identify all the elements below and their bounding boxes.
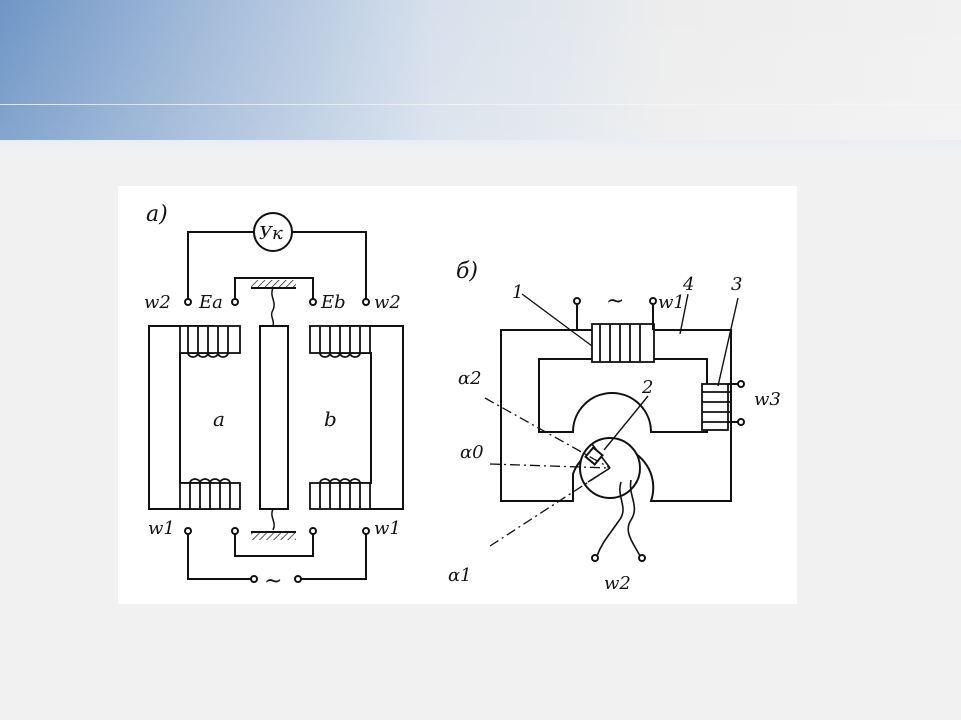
- core-window: [538, 358, 708, 433]
- label-w2-b: w2: [604, 573, 631, 594]
- callout-1: 1: [512, 282, 523, 303]
- callout-2: 2: [641, 377, 653, 398]
- axis-a0: [489, 463, 611, 469]
- lead-w2-right: [627, 479, 641, 557]
- coil-w1: [591, 323, 655, 363]
- label-w2-left: w2: [144, 292, 171, 313]
- terminal: [184, 298, 192, 306]
- label-w3: w3: [754, 389, 781, 410]
- terminal: [362, 298, 370, 306]
- terminal: [737, 380, 745, 388]
- terminal: [573, 297, 581, 305]
- header-shine: [0, 140, 961, 152]
- top-anchor-hatch: [251, 280, 296, 288]
- label-eb: Eb: [320, 292, 346, 313]
- diagram-a-label: а): [146, 202, 168, 227]
- label-a1: α1: [448, 565, 472, 586]
- callout-1-leader: [521, 293, 593, 347]
- coil-top-right: [309, 325, 371, 358]
- coil-w3: [701, 383, 730, 431]
- bottom-anchor-hatch: [251, 532, 296, 540]
- lead-w2-left: [596, 481, 624, 557]
- diagram-b-label: б): [456, 259, 478, 284]
- label-w1-left: w1: [148, 518, 175, 539]
- terminal: [184, 527, 192, 535]
- terminal: [250, 575, 258, 583]
- label-w2-right: w2: [374, 292, 401, 313]
- terminal: [638, 554, 646, 562]
- terminal: [231, 527, 239, 535]
- callout-2-leader: [603, 395, 649, 451]
- terminal: [294, 575, 302, 583]
- callout-4: 4: [682, 274, 694, 295]
- coil-bottom-left: [179, 478, 241, 510]
- callout-4-leader: [679, 293, 689, 335]
- callout-3: 3: [731, 274, 742, 295]
- header-band: [0, 0, 961, 150]
- label-a0: α0: [460, 442, 484, 463]
- schematic-svg: а) Ук a b: [144, 202, 781, 594]
- schematic-figure: а) Ук a b: [118, 186, 797, 604]
- coil-top-left: [179, 325, 241, 358]
- wire-bottom-inner: [234, 534, 314, 557]
- terminal: [591, 554, 599, 562]
- wire-bottom-left: [187, 534, 251, 580]
- top-spring: [270, 287, 275, 327]
- axis-a2: [484, 397, 611, 469]
- ac-source-a: ~: [264, 569, 282, 594]
- ac-source-b: ~: [606, 289, 624, 314]
- wire-top-right: [292, 231, 367, 299]
- label-w1-right: w1: [374, 518, 401, 539]
- diagram-b: б) ~ w1 w3 w2: [448, 259, 781, 594]
- axis-a1: [489, 467, 611, 547]
- terminal: [231, 298, 239, 306]
- armature: [259, 325, 289, 510]
- coil-bottom-right: [309, 478, 371, 510]
- label-ea: Ea: [198, 292, 223, 313]
- header-divider: [0, 104, 961, 105]
- callout-3-leader: [717, 297, 739, 387]
- terminal: [649, 297, 657, 305]
- diagram-a: а) Ук a b: [144, 202, 404, 594]
- label-w1-b: w1: [658, 292, 685, 313]
- terminal: [362, 527, 370, 535]
- wire-bottom-right: [301, 534, 367, 580]
- label-a2: α2: [458, 368, 482, 389]
- terminal: [309, 298, 317, 306]
- terminal: [737, 418, 745, 426]
- bottom-spring: [271, 508, 275, 531]
- wire-top-inner: [234, 277, 314, 302]
- wire-top-left: [187, 231, 254, 299]
- core-b-label: b: [324, 407, 337, 431]
- terminal: [309, 527, 317, 535]
- core-a-label: a: [213, 407, 225, 431]
- rotor-coil: [584, 446, 604, 466]
- amplifier-label: Ук: [259, 223, 283, 244]
